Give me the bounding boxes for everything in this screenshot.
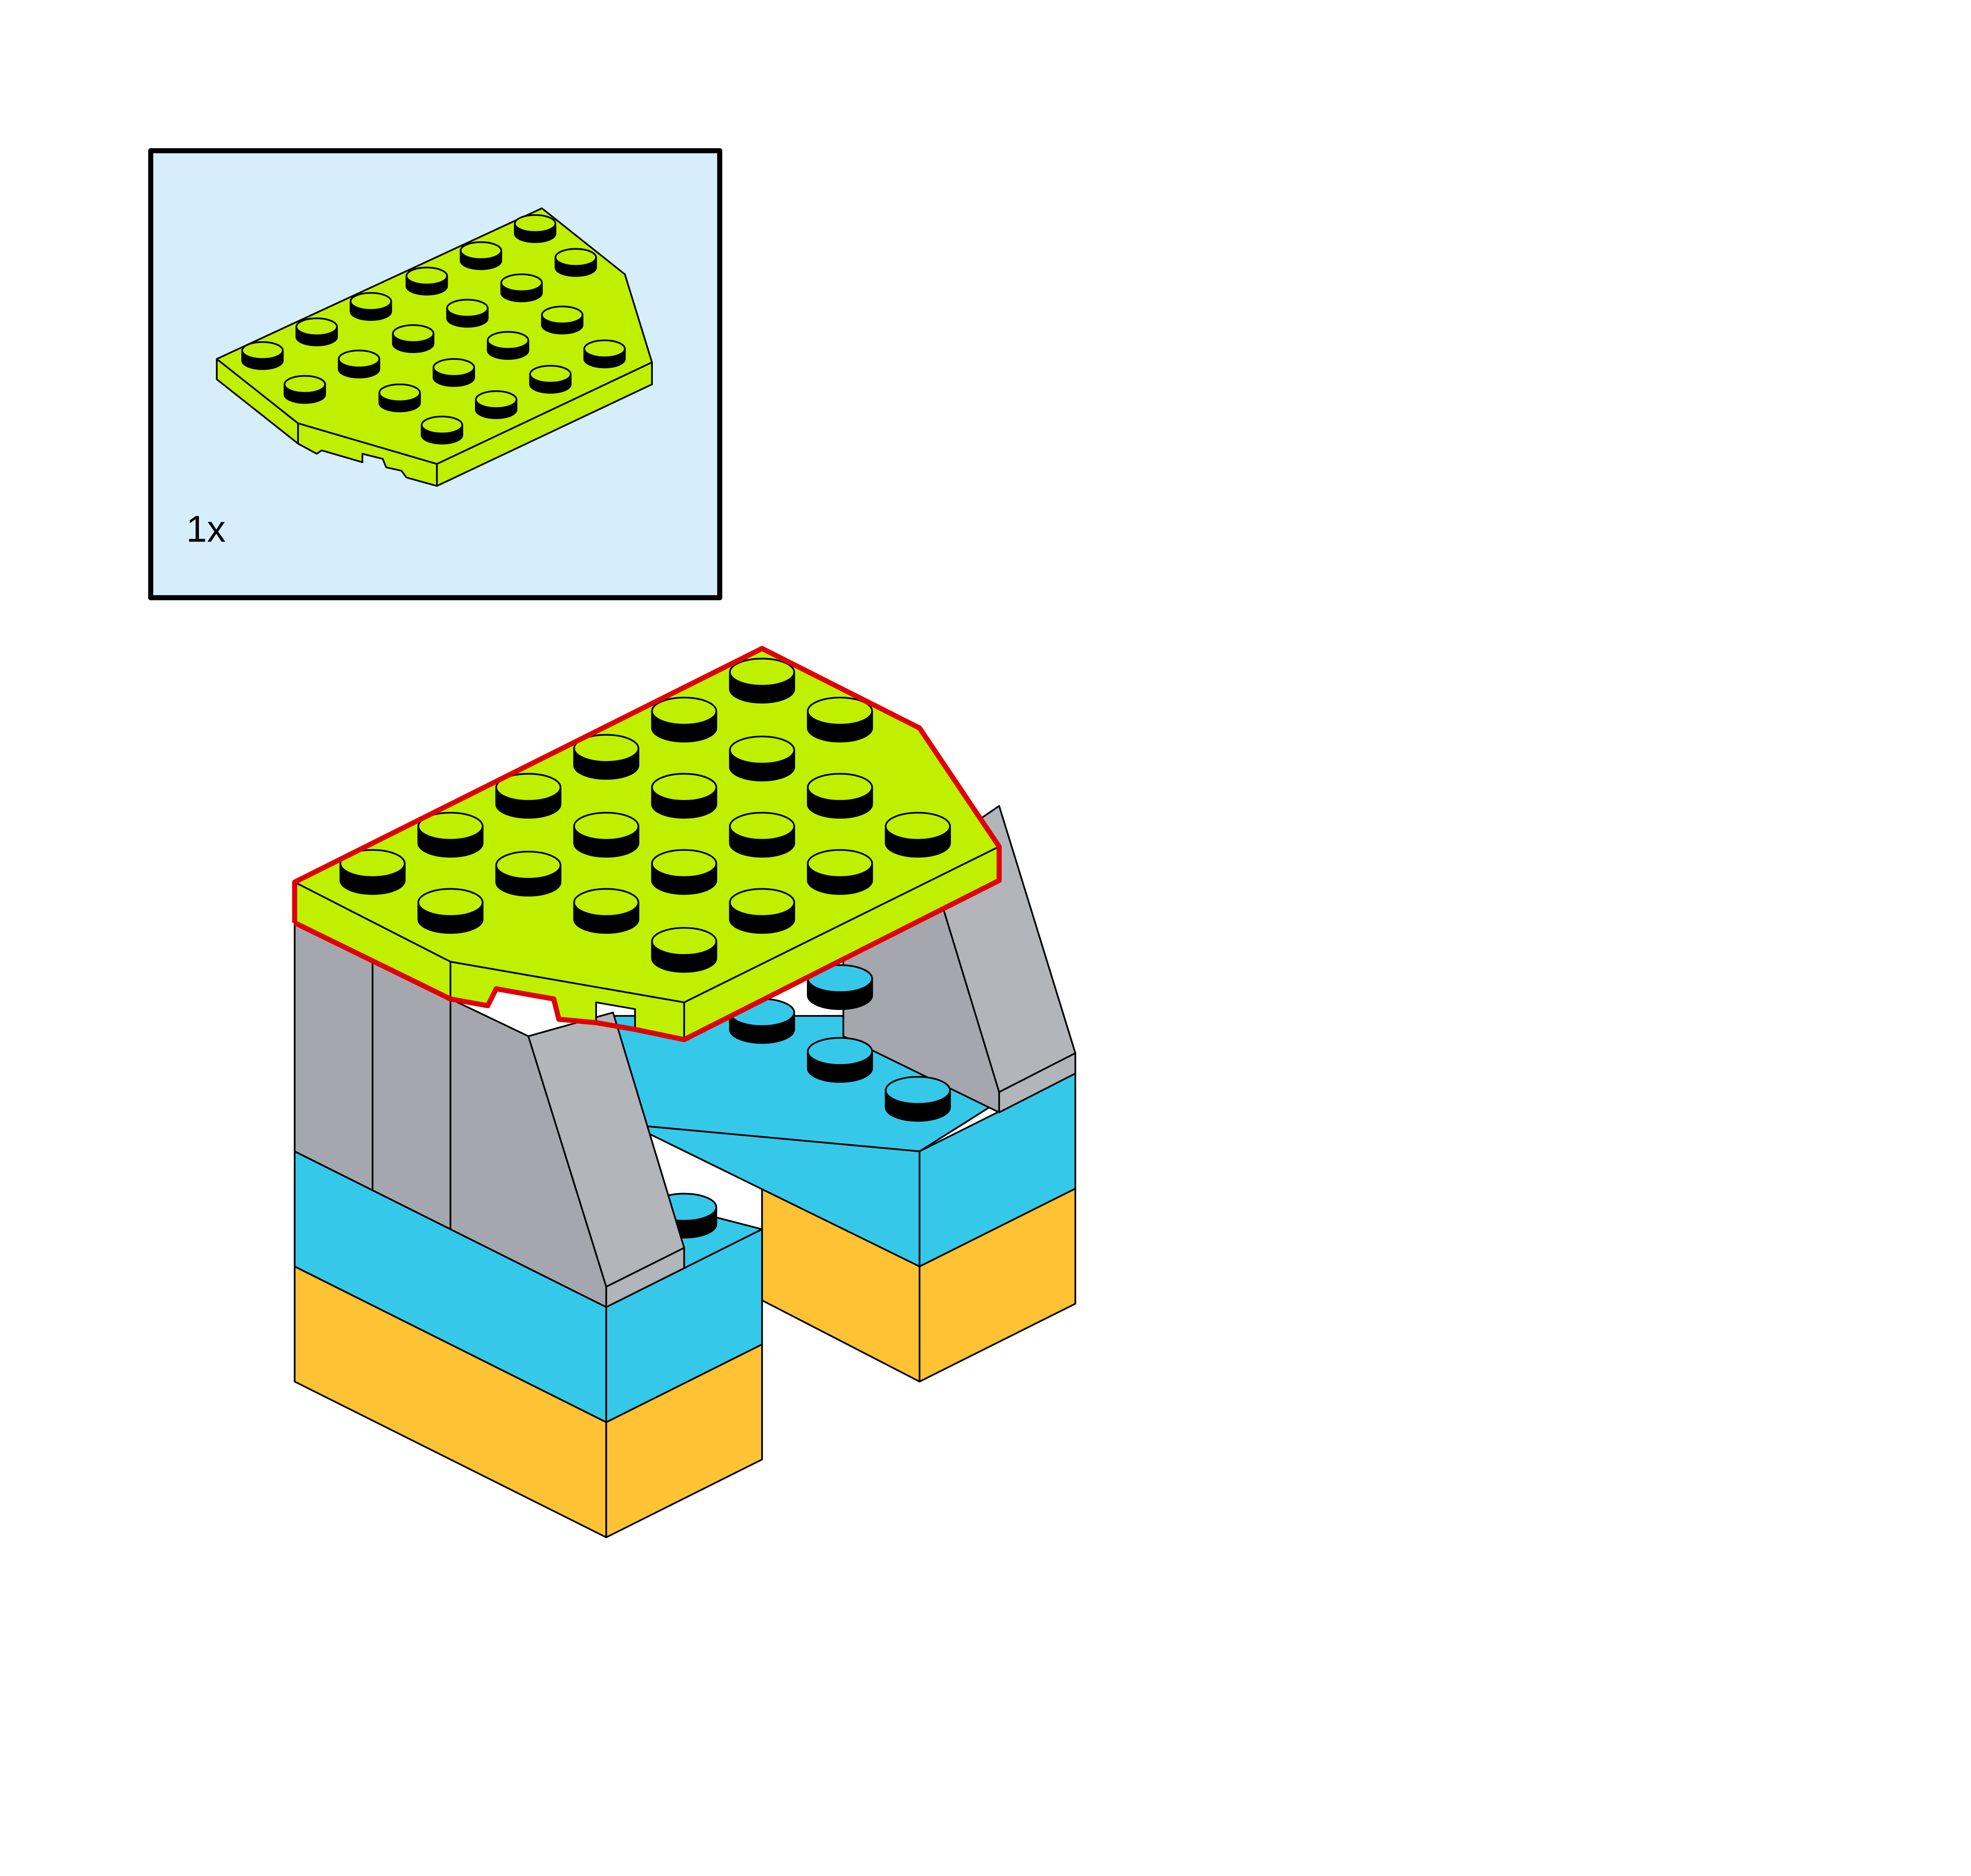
stud xyxy=(378,383,421,413)
stud xyxy=(729,658,795,704)
stud xyxy=(295,317,338,346)
stud xyxy=(651,773,717,819)
highlight-outline xyxy=(292,646,1002,1042)
stud xyxy=(283,375,326,404)
plate-studs xyxy=(339,658,951,973)
stud xyxy=(241,341,284,370)
stud xyxy=(651,849,717,895)
stud xyxy=(514,214,557,243)
stud xyxy=(339,849,406,895)
stud xyxy=(885,811,951,858)
stud xyxy=(432,358,475,387)
stud xyxy=(421,415,463,445)
stud xyxy=(885,1076,951,1122)
stud xyxy=(417,888,484,934)
stud xyxy=(405,266,448,296)
wedge-plate-part-icon xyxy=(216,207,653,487)
stud xyxy=(338,350,380,379)
stud xyxy=(807,964,873,1010)
stud xyxy=(583,339,626,368)
stud xyxy=(417,811,484,858)
front-gray-slopes xyxy=(294,913,685,1308)
stud xyxy=(529,365,572,394)
stud xyxy=(651,927,717,973)
stud xyxy=(573,734,639,780)
stud xyxy=(729,811,795,858)
stud xyxy=(460,241,502,270)
stud xyxy=(729,735,795,782)
stud xyxy=(446,299,489,328)
stud xyxy=(495,773,562,819)
stud xyxy=(651,696,717,743)
new-wedge-plate xyxy=(292,646,1002,1042)
stud xyxy=(729,888,795,934)
stud xyxy=(541,305,583,335)
assembly-model xyxy=(292,646,1077,1538)
stud xyxy=(487,331,529,360)
stud xyxy=(554,248,597,277)
stud xyxy=(475,390,518,419)
stud xyxy=(350,292,392,321)
stud xyxy=(807,773,873,819)
stud xyxy=(500,273,543,302)
part-quantity-label: 1x xyxy=(186,508,226,550)
stud xyxy=(807,696,873,743)
stud xyxy=(495,851,562,897)
stud xyxy=(807,1037,873,1083)
stud xyxy=(573,888,639,934)
stud xyxy=(573,811,639,858)
stud xyxy=(392,324,434,353)
part-studs xyxy=(241,214,626,445)
stud xyxy=(807,849,873,895)
stud xyxy=(729,998,795,1044)
parts-callout: 1x xyxy=(148,148,723,600)
